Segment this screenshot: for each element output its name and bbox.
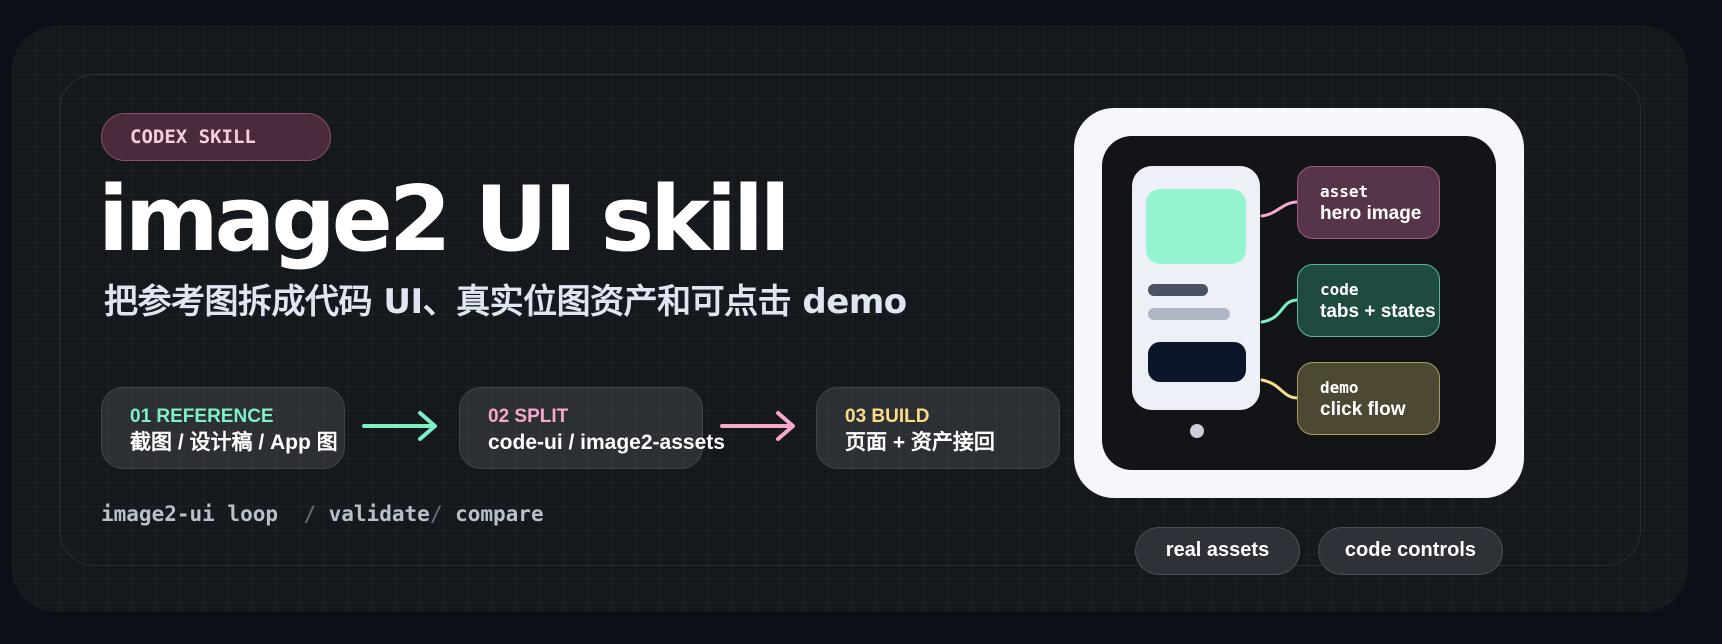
card-code-key: code — [1320, 280, 1359, 299]
phone-text-line — [1148, 284, 1208, 296]
step-reference-tag: 01 REFERENCE — [130, 406, 274, 427]
arrow-right-icon — [720, 411, 795, 441]
loop-label: image2-ui loop — [101, 502, 279, 526]
device-home-dot — [1190, 424, 1204, 438]
connector-asset — [1260, 200, 1300, 218]
arrow-right-icon — [362, 411, 437, 441]
step-build-tag: 03 BUILD — [845, 406, 930, 427]
phone-button-block — [1148, 342, 1246, 382]
pill-code-controls: code controls — [1318, 527, 1503, 575]
step-split: 02 SPLIT code-ui / image2-assets — [459, 387, 725, 469]
card-asset-key: asset — [1320, 182, 1369, 201]
card-demo: demo click flow — [1297, 362, 1440, 435]
card-asset: asset hero image — [1297, 166, 1440, 239]
connector-code — [1260, 298, 1300, 324]
phone-text-line — [1148, 308, 1230, 320]
card-code: code tabs + states — [1297, 264, 1440, 337]
loop-compare: compare — [455, 502, 544, 526]
banner-inner-border — [59, 74, 1641, 566]
step-build: 03 BUILD 页面 + 资产接回 — [816, 387, 1060, 469]
page-subtitle: 把参考图拆成代码 UI、真实位图资产和可点击 demo — [104, 282, 907, 322]
step-reference-desc: 截图 / 设计稿 / App 图 — [130, 431, 338, 454]
card-code-value: tabs + states — [1320, 301, 1436, 322]
page-title: image2 UI skill — [98, 167, 791, 272]
connector-demo — [1260, 378, 1300, 400]
step-split-tag: 02 SPLIT — [488, 406, 569, 427]
codex-skill-badge: CODEX SKILL — [101, 113, 331, 161]
loop-separator: / — [429, 502, 443, 526]
loop-separator: / — [303, 502, 316, 526]
loop-validate: validate — [328, 502, 430, 526]
pill-real-assets: real assets — [1135, 527, 1300, 575]
step-split-desc: code-ui / image2-assets — [488, 431, 725, 454]
step-build-desc: 页面 + 资产接回 — [845, 431, 995, 454]
card-demo-value: click flow — [1320, 399, 1406, 420]
loop-caption: image2-ui loop / validate/ compare — [101, 500, 544, 528]
card-demo-key: demo — [1320, 378, 1359, 397]
step-reference: 01 REFERENCE 截图 / 设计稿 / App 图 — [101, 387, 345, 469]
phone-hero-block — [1146, 189, 1246, 264]
card-asset-value: hero image — [1320, 203, 1422, 224]
